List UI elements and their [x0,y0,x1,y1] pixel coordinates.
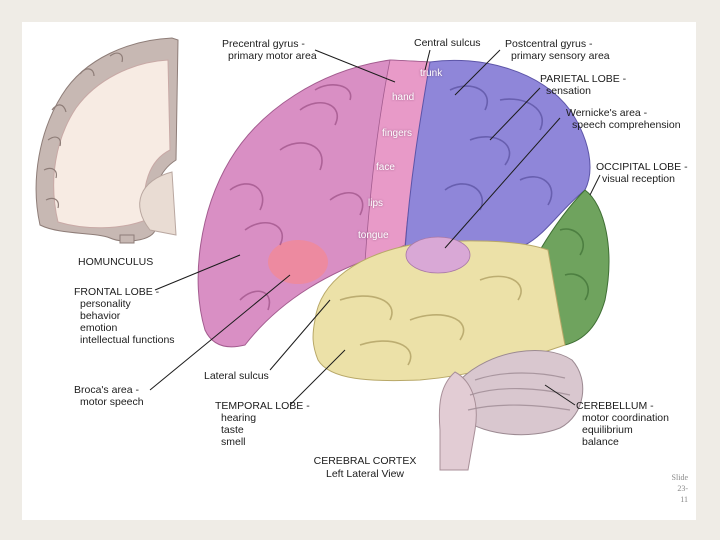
label-central-sulcus: Central sulcus [414,37,481,49]
label-cerebellum: CEREBELLUM - motor coordination equilibr… [576,400,669,448]
label-precentral-gyrus: Precentral gyrus - primary motor area [222,38,317,62]
motor-label-fingers: fingers [382,128,412,139]
label-occipital-lobe: OCCIPITAL LOBE - visual reception [596,161,688,185]
label-homunculus: HOMUNCULUS [78,256,153,268]
label-parietal-lobe: PARIETAL LOBE - sensation [540,73,626,97]
label-temporal-lobe: TEMPORAL LOBE - hearing taste smell [215,400,310,448]
slide-number: Slide 23- 11 [660,472,688,505]
label-postcentral-gyrus: Postcentral gyrus - primary sensory area [505,38,610,62]
motor-label-hand: hand [392,92,414,103]
caption-subtitle: Left Lateral View [290,468,440,481]
caption-title: CEREBRAL CORTEX [290,455,440,468]
wernicke-area-region [406,237,470,273]
label-wernicke-area: Wernicke's area - speech comprehension [566,107,681,131]
figure-caption: CEREBRAL CORTEX Left Lateral View [290,455,440,481]
broca-area-region [268,240,328,284]
label-lateral-sulcus: Lateral sulcus [204,370,269,382]
motor-label-tongue: tongue [358,230,389,241]
label-broca-area: Broca's area - motor speech [74,384,144,408]
label-frontal-lobe: FRONTAL LOBE - personality behavior emot… [74,286,175,346]
motor-label-face: face [376,162,395,173]
motor-label-lips: lips [368,198,383,209]
motor-label-trunk: trunk [420,68,442,79]
homunculus-illustration [36,38,178,243]
